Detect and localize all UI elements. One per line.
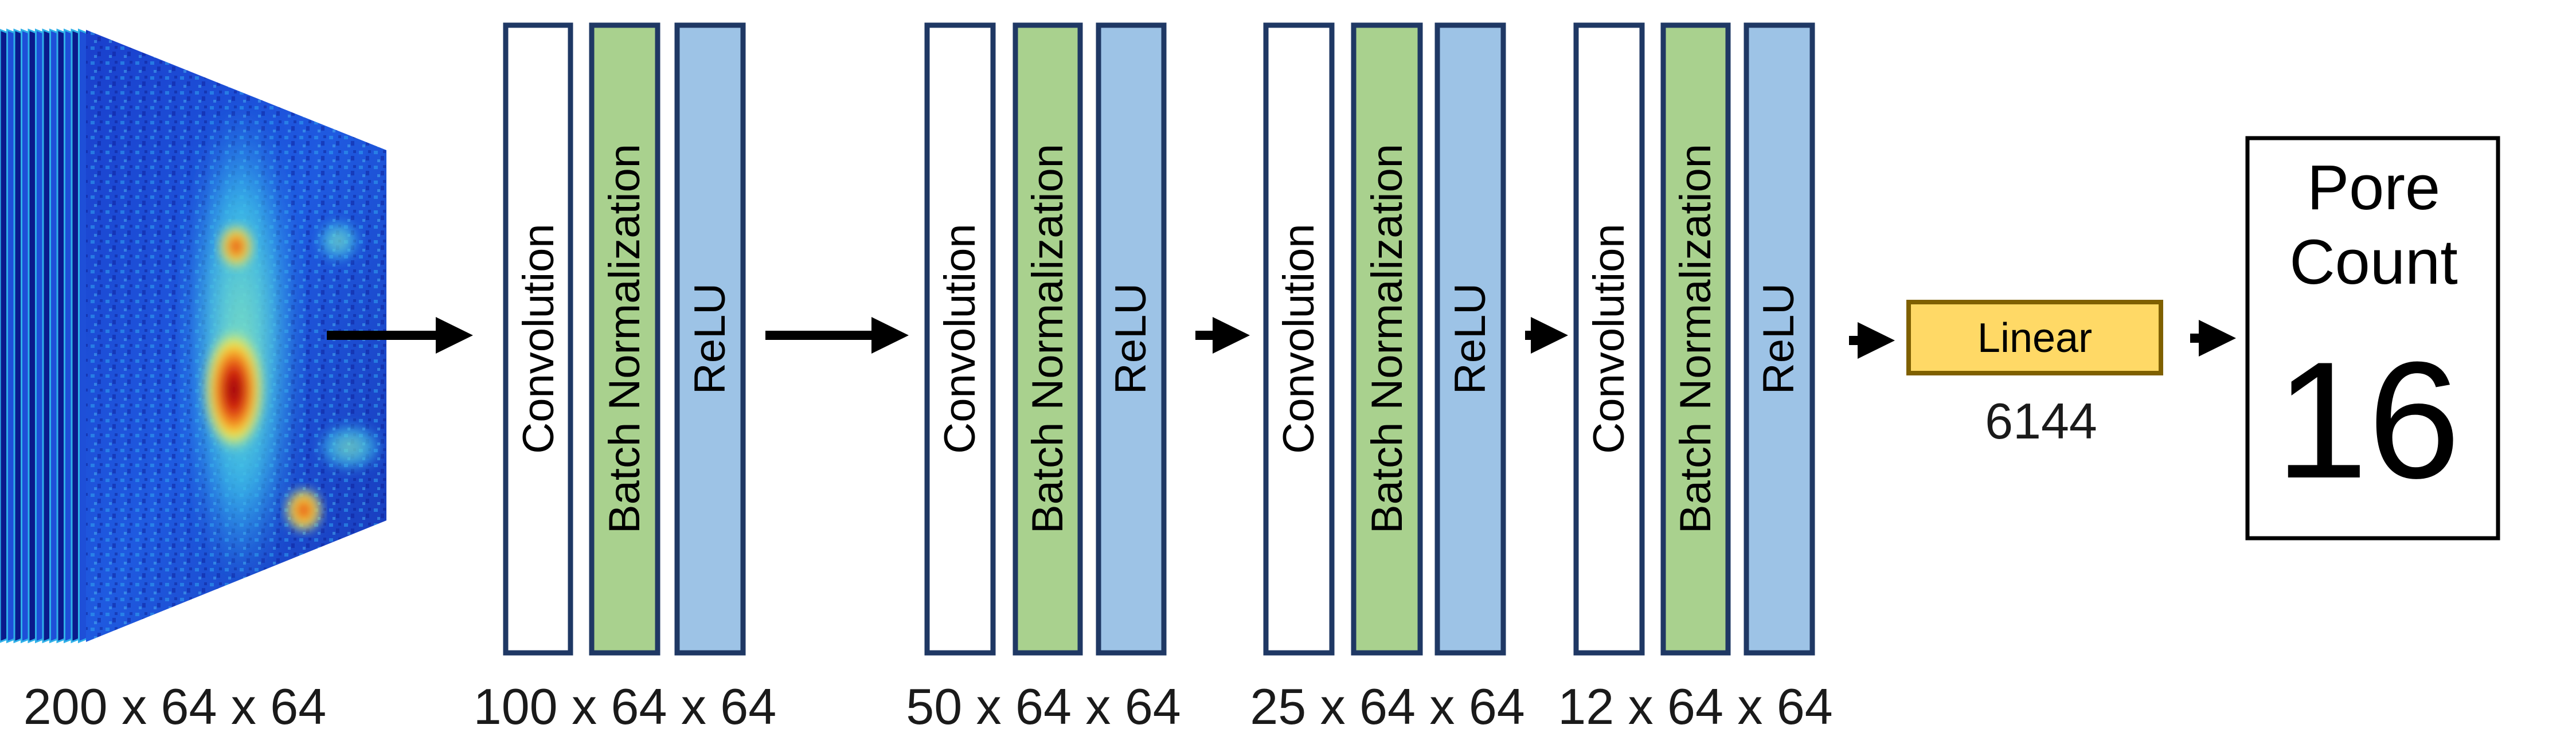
relu-label: ReLU: [1754, 283, 1803, 394]
linear-label: Linear: [1977, 315, 2092, 361]
batch-normalization-label: Batch Normalization: [1671, 144, 1720, 534]
relu-label: ReLU: [1446, 283, 1495, 394]
conv-block-4: Convolution Batch Normalization ReLU 12 …: [1558, 22, 1833, 735]
relu-layer: [1096, 22, 1167, 656]
block-dims-label: 25 x 64 x 64: [1250, 678, 1525, 735]
output-box-frame: [2245, 136, 2500, 541]
convolution-layer: [1573, 22, 1645, 656]
output-box: Pore Count 16: [2245, 136, 2500, 541]
convolution-layer: [503, 22, 573, 656]
arrow-block4-to-linear: [1849, 322, 1895, 359]
arrow-linear-to-output: [2190, 320, 2236, 357]
relu-label: ReLU: [1107, 283, 1155, 394]
linear-layer-box: [1906, 300, 2163, 375]
batch-normalization-layer: [1013, 22, 1083, 656]
linear-layer: Linear 6144: [1906, 300, 2163, 449]
batch-normalization-label: Batch Normalization: [1023, 144, 1072, 534]
convolution-label: Convolution: [514, 224, 563, 453]
block-dims-label: 12 x 64 x 64: [1558, 678, 1832, 735]
relu-layer: [1434, 22, 1506, 656]
convolution-layer: [924, 22, 996, 656]
batch-normalization-layer: [589, 22, 660, 656]
conv-block-2: Convolution Batch Normalization ReLU 50 …: [906, 22, 1181, 735]
conv-block-1: Convolution Batch Normalization ReLU 100…: [474, 22, 776, 735]
conv-block-3: Convolution Batch Normalization ReLU 25 …: [1250, 22, 1525, 735]
relu-layer: [674, 22, 746, 656]
input-dims-label: 200 x 64 x 64: [24, 678, 326, 735]
block-dims-label: 50 x 64 x 64: [906, 678, 1180, 735]
input-heatmap-image: [86, 30, 386, 642]
block-dims-label: 100 x 64 x 64: [474, 678, 776, 735]
batch-normalization-label: Batch Normalization: [600, 144, 649, 534]
linear-size-label: 6144: [1985, 393, 2097, 449]
convolution-layer: [1263, 22, 1335, 656]
pore-count-value: 16: [2276, 327, 2461, 513]
batch-normalization-layer: [1660, 22, 1731, 656]
relu-layer: [1744, 22, 1815, 656]
arrow-block2-to-block3: [1195, 317, 1250, 354]
arrow-input-to-block1: [327, 317, 473, 354]
convolution-label: Convolution: [1275, 224, 1323, 453]
arrow-block3-to-block4: [1525, 317, 1568, 354]
output-title-line1: Pore: [2307, 152, 2440, 223]
convolution-label: Convolution: [1585, 224, 1633, 453]
batch-normalization-layer: [1351, 22, 1423, 656]
convolution-label: Convolution: [936, 224, 984, 453]
relu-label: ReLU: [686, 283, 734, 394]
batch-normalization-label: Batch Normalization: [1363, 144, 1412, 534]
arrow-block1-to-block2: [765, 317, 909, 354]
output-title-line2: Count: [2289, 227, 2458, 297]
